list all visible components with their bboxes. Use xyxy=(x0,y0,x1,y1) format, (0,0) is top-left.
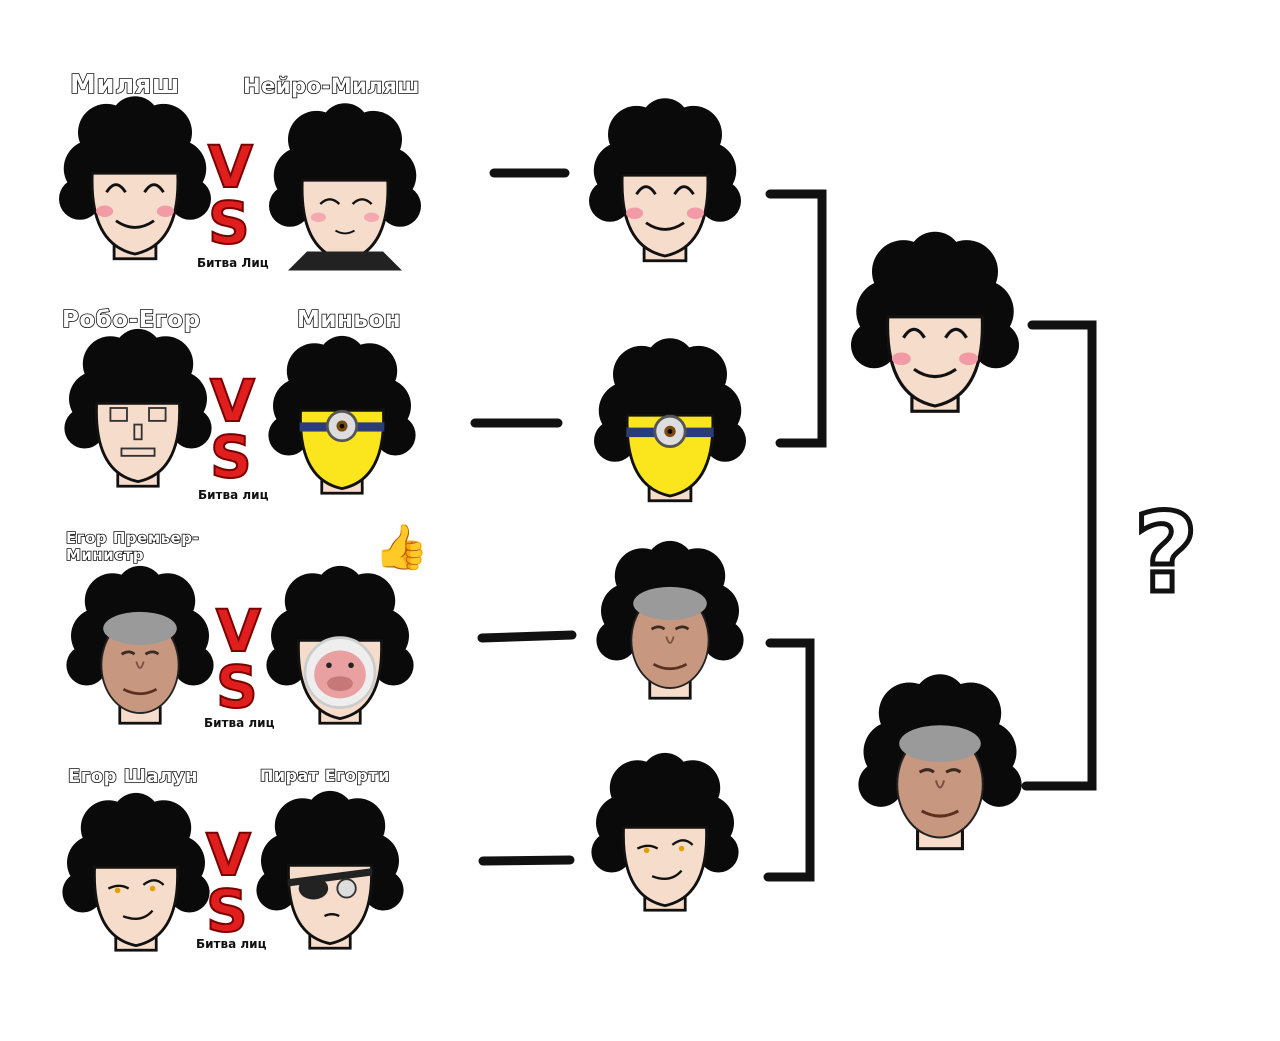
match2-left-face xyxy=(64,328,212,488)
round3-winner-1-face xyxy=(851,231,1019,413)
final-question-mark: ? xyxy=(1132,489,1201,617)
match3-left-name-line2: Министр xyxy=(65,546,145,565)
match4-right-face xyxy=(256,790,404,950)
match3-left-name: Егор Премьер- Министр xyxy=(65,529,200,565)
match3-caption: Битва лиц xyxy=(204,716,275,730)
match1-right-name: Нейро-Миляш xyxy=(242,73,420,99)
match3-vs-s: S xyxy=(215,653,259,721)
match1-right-face xyxy=(269,103,421,271)
match2-vs-s: S xyxy=(209,423,253,491)
round2-winner-3-face xyxy=(596,540,744,700)
round2-winner-2-face xyxy=(594,338,746,503)
match1-vs-s: S xyxy=(207,189,251,257)
bracket-semis-top xyxy=(765,189,827,448)
match2-caption: Битва лиц xyxy=(198,488,269,502)
match1-left-name: Миляш xyxy=(69,69,180,101)
thumbs-up-icon: 👍 xyxy=(374,522,429,573)
connector-match3 xyxy=(477,630,577,643)
bracket-semis-bottom xyxy=(763,638,815,882)
match1-left-face xyxy=(58,96,211,261)
match4-vs-v: V xyxy=(205,821,252,889)
match2-vs-v: V xyxy=(209,367,256,435)
round3-winner-2-face xyxy=(858,674,1022,851)
connector-match4 xyxy=(478,855,575,866)
match3-left-name-line1: Егор Премьер- xyxy=(65,529,200,548)
match4-left-face xyxy=(62,792,210,952)
bracket-final xyxy=(1021,320,1097,791)
match4-right-name: Пират Егорти xyxy=(259,765,390,786)
match4-vs-s: S xyxy=(205,877,249,945)
match2-right-face xyxy=(268,335,416,495)
match3-left-face xyxy=(66,565,214,725)
match3-vs-v: V xyxy=(215,597,262,665)
match1-vs-v: V xyxy=(207,133,254,201)
round2-winner-4-face xyxy=(591,752,739,912)
match2-left-name: Робо-Егор xyxy=(61,306,201,334)
match3-right-face xyxy=(266,565,414,725)
match1-caption: Битва Лиц xyxy=(197,256,269,270)
round2-winner-1-face xyxy=(589,98,741,263)
match2-right-name: Миньон xyxy=(296,306,402,334)
match4-caption: Битва лиц xyxy=(196,937,267,951)
match4-left-name: Егор Шалун xyxy=(67,765,198,788)
